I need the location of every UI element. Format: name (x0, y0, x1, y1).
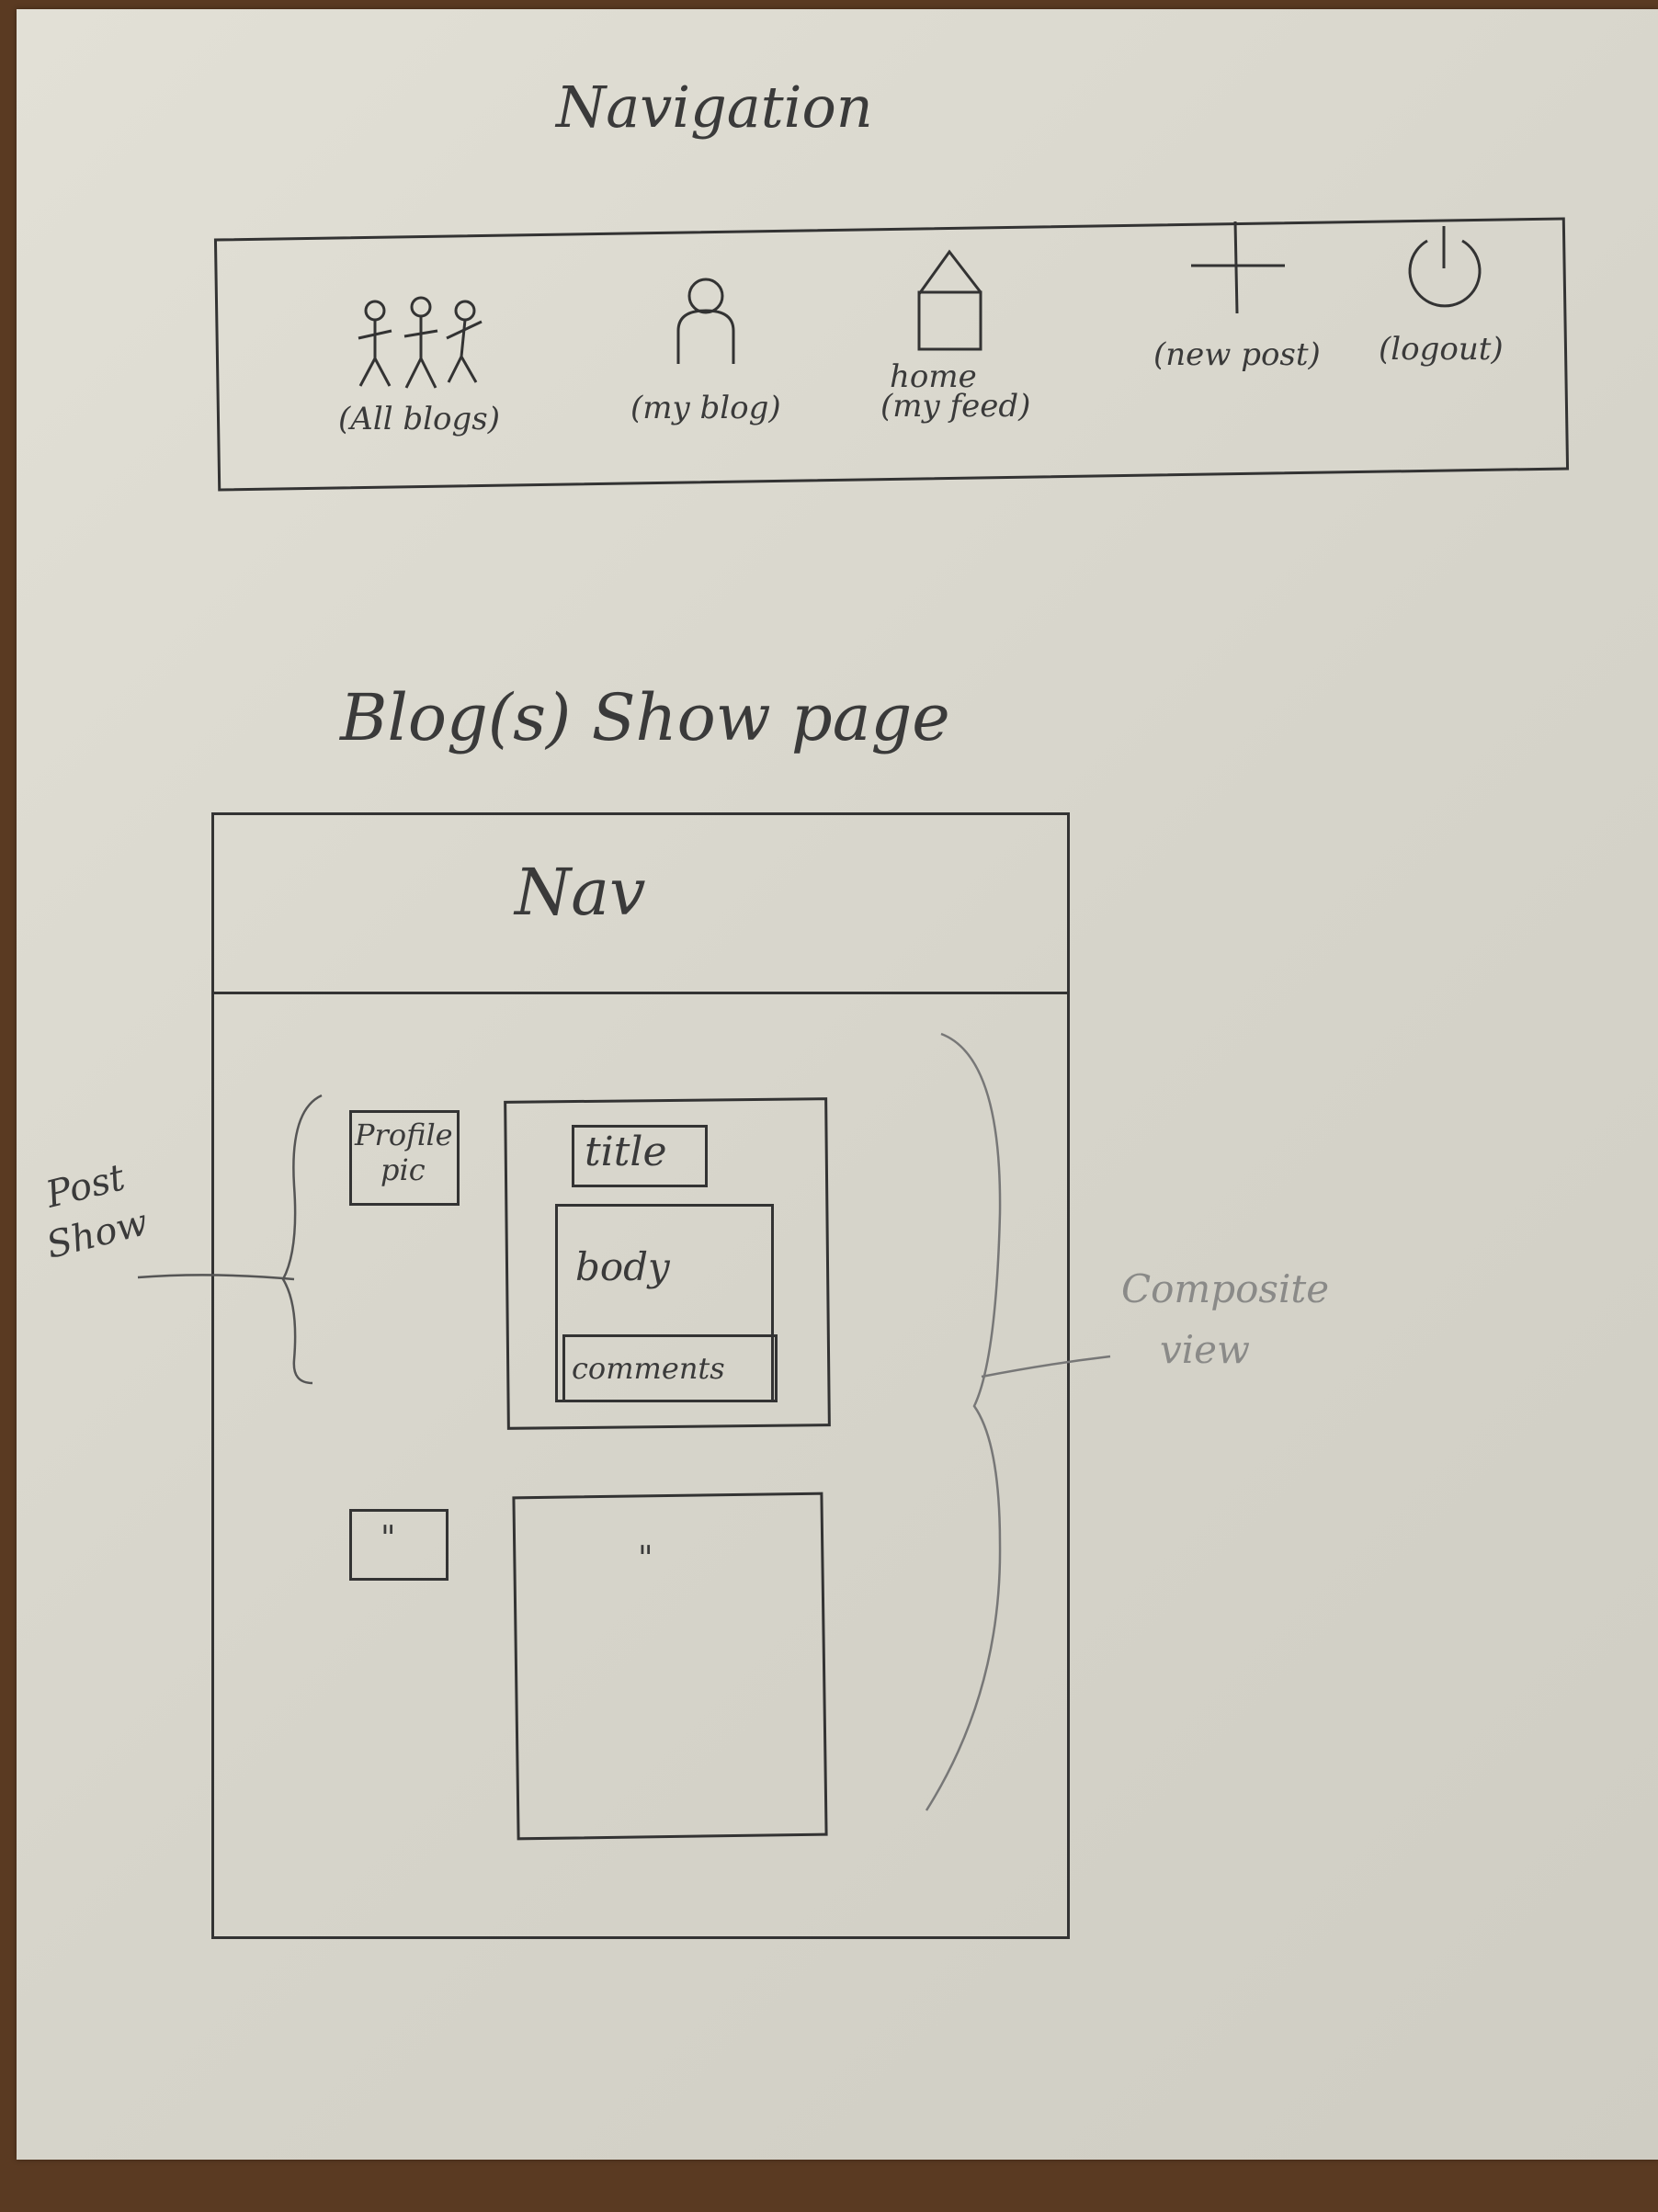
title-label: title (585, 1129, 667, 1175)
nav-label: Nav (515, 855, 646, 930)
composite-view-label-line1: Composite (1121, 1266, 1330, 1311)
comments-box (562, 1334, 778, 1402)
navigation-heading: Navigation (556, 74, 873, 141)
people-icon[interactable] (349, 294, 487, 395)
nav-label-my-blog: (my blog) (630, 390, 781, 426)
comments-label: comments (572, 1351, 725, 1386)
post-show-brace (137, 1094, 323, 1385)
plus-icon[interactable] (1187, 218, 1289, 319)
profile-pic-label-line2: pic (380, 1152, 426, 1187)
profile-pic-label-line1: Profile (355, 1117, 453, 1152)
nav-label-new-post: (new post) (1153, 336, 1321, 373)
body-label: body (575, 1244, 670, 1289)
title-box (572, 1125, 708, 1187)
repeat-mark-pic: " (380, 1520, 396, 1558)
nav-label-logout: (logout) (1379, 331, 1504, 368)
blog-show-heading: Blog(s) Show page (340, 680, 950, 755)
nav-sublabel-my-feed: (my feed) (880, 388, 1031, 425)
power-icon[interactable] (1403, 221, 1486, 312)
nav-bar-frame (211, 812, 1070, 994)
composite-view-label-line2: view (1160, 1327, 1250, 1372)
paper-sheet (17, 9, 1658, 2160)
nav-label-all-blogs: (All blogs) (338, 401, 500, 437)
nav-label-home: home (890, 358, 977, 395)
house-icon[interactable] (914, 248, 988, 354)
repeat-mark-post: " (638, 1540, 653, 1578)
profile-pic-box (349, 1110, 460, 1206)
profile-pic-box-2 (349, 1509, 449, 1581)
post-card-2 (512, 1492, 828, 1841)
composite-view-brace (925, 1032, 1111, 1811)
person-icon[interactable] (669, 276, 743, 368)
